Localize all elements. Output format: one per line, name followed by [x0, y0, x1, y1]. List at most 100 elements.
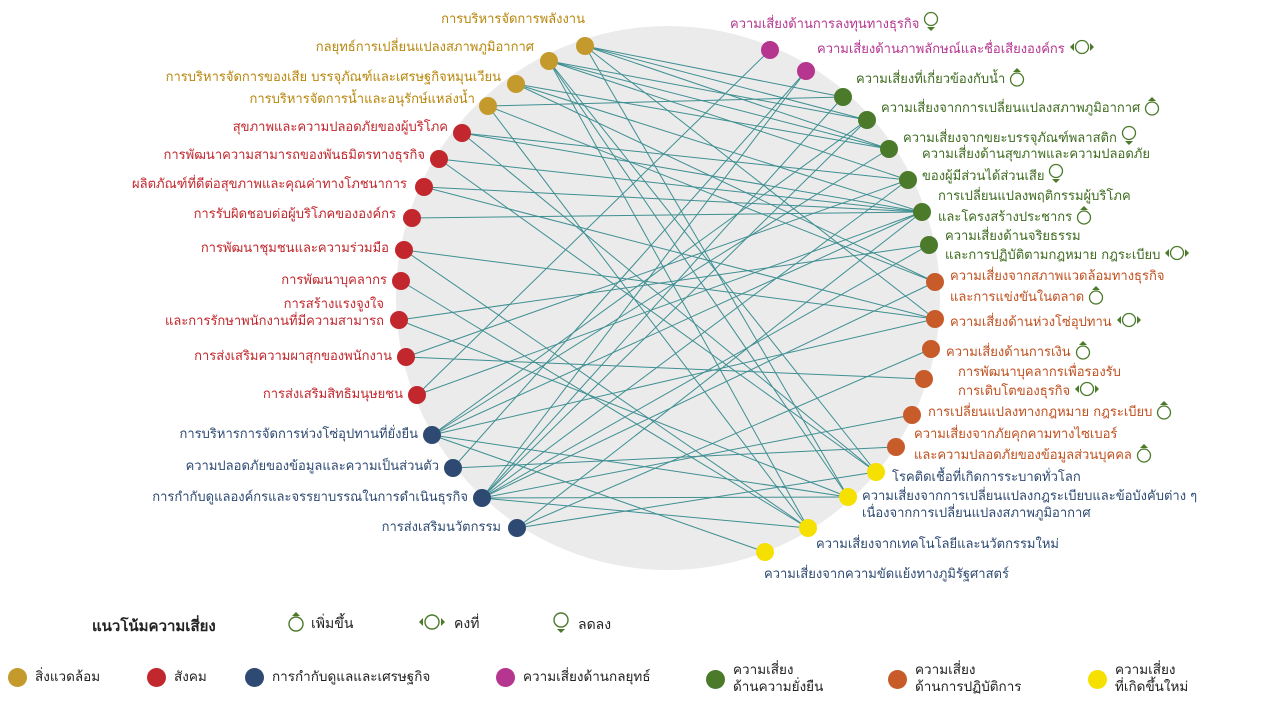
trend-stable-icon [1116, 312, 1142, 333]
topic-node [508, 519, 526, 537]
connection-line [584, 45, 890, 150]
legend-governance: การกำกับดูแลและเศรษฐกิจ [245, 668, 430, 687]
trend-legend-title: แนวโน้มความเสี่ยง [92, 617, 216, 635]
topic-label: ผลิตภัณฑ์ที่ดีต่อสุขภาพและคุณค่าทางโภชนา… [132, 177, 407, 192]
trend-up-icon [1075, 340, 1091, 365]
trend-down-icon [1121, 125, 1137, 152]
risk-label: ความเสี่ยงด้านห่วงโซ่อุปทาน [950, 312, 1142, 333]
legend-operational-label: ความเสี่ยงด้านการปฏิบัติการ [915, 662, 1022, 695]
risk-node [756, 543, 774, 561]
connection-line [400, 280, 809, 529]
legend-decrease-label: ลดลง [578, 617, 612, 633]
operational-dot [888, 669, 907, 689]
connection-line [481, 119, 868, 499]
topic-node [576, 37, 594, 55]
topic-node [453, 124, 471, 142]
risk-label: ความเสี่ยงจากความขัดแย้งทางภูมิรัฐศาสตร์ [764, 567, 1009, 582]
connection-line [405, 179, 909, 358]
connection-line [431, 148, 890, 436]
connection-line [411, 211, 923, 219]
risk-node [922, 340, 940, 358]
connection-line [487, 105, 809, 529]
risk-node [797, 62, 815, 80]
connection-line [487, 96, 844, 107]
risk-node [834, 88, 852, 106]
legend-environment: สิ่งแวดล้อม [8, 668, 100, 687]
connection-line [515, 83, 936, 283]
trend-stable-icon [418, 613, 446, 635]
risk-node [913, 203, 931, 221]
connection-line [431, 434, 766, 553]
topic-node [540, 52, 558, 70]
risk-label: ความเสี่ยงด้านภาพลักษณ์และชื่อเสียงองค์ก… [817, 39, 1095, 60]
risk-label: ความเสี่ยงด้านสุขภาพและความปลอดภัยของผู้… [922, 146, 1150, 190]
legend-governance-label: การกำกับดูแลและเศรษฐกิจ [272, 669, 431, 685]
connection-line [584, 45, 868, 121]
legend-sustainability: ความเสี่ยงด้านความยั่งยืน [706, 662, 823, 696]
connection-line [403, 249, 809, 529]
sustainability-dot [706, 669, 725, 689]
connection-line [403, 249, 936, 320]
legend-strategic-label: ความเสี่ยงด้านกลยุทธ์ [523, 669, 651, 685]
connection-line [515, 83, 923, 213]
connection-lines [398, 45, 936, 553]
topic-label: การพัฒนาความสามารถของพันธมิตรทางธุรกิจ [163, 148, 425, 163]
connection-line [423, 186, 923, 213]
topic-label: กลยุทธ์การเปลี่ยนแปลงสภาพภูมิอากาศ [315, 40, 534, 55]
topic-label: การบริหารจัดการของเสีย บรรจุภัณฑ์และเศรษ… [165, 70, 501, 85]
risk-node [920, 236, 938, 254]
connection-line [438, 158, 877, 473]
connection-line [431, 434, 849, 498]
legend-social-label: สังคม [174, 669, 207, 685]
trend-up-icon [1156, 400, 1172, 425]
legend-operational: ความเสี่ยงด้านการปฏิบัติการ [888, 662, 1022, 696]
legend-increase: เพิ่มขึ้น [283, 611, 353, 637]
trend-down-icon [552, 611, 570, 639]
connection-line [416, 211, 923, 396]
trend-stable-icon [1069, 39, 1095, 60]
connection-line [481, 281, 936, 499]
topic-label: การส่งเสริมสิทธิมนุษยชน [262, 387, 403, 402]
connection-line [548, 60, 909, 181]
environment-dot [8, 668, 27, 687]
risk-node [887, 438, 905, 456]
topic-label: การพัฒนาบุคลากร [281, 273, 387, 288]
connection-line [481, 179, 909, 499]
topic-node [473, 489, 491, 507]
legend-emerging-label: ความเสี่ยงที่เกิดขึ้นใหม่ [1115, 662, 1189, 695]
connection-line [548, 60, 868, 121]
topic-label: การบริหารการจัดการห่วงโซ่อุปทานที่ยั่งยื… [179, 427, 418, 442]
topic-label: การกำกับดูแลองค์กรและจรรยาบรรณในการดำเนิ… [152, 490, 468, 505]
topic-label: การส่งเสริมนวัตกรรม [381, 520, 501, 535]
legend-sustainability-label: ความเสี่ยงด้านความยั่งยืน [733, 662, 824, 695]
topic-node [423, 426, 441, 444]
topic-node [415, 178, 433, 196]
connection-line [516, 211, 923, 529]
connection-line [481, 96, 844, 499]
risk-label: ความเสี่ยงที่เกี่ยวข้องกับน้ำ [856, 67, 1025, 92]
connection-line [584, 45, 844, 98]
connection-line [481, 244, 930, 499]
risk-node [867, 463, 885, 481]
connection-line [461, 132, 909, 181]
risk-label: ความเสี่ยงจากขยะบรรจุภัณฑ์พลาสติก [903, 125, 1137, 152]
legend-emerging: ความเสี่ยงที่เกิดขึ้นใหม่ [1088, 662, 1188, 696]
topic-node [390, 311, 408, 329]
trend-down-icon [923, 11, 939, 38]
risk-node [926, 273, 944, 291]
risk-label: การพัฒนาบุคลากรเพื่อรองรับการเติบโตของธุ… [958, 364, 1121, 402]
legend-stable: คงที่ [414, 613, 479, 635]
risk-node [903, 406, 921, 424]
legend-stable-label: คงที่ [454, 616, 480, 632]
risk-label: ความเสี่ยงจากภัยคุกคามทางไซเบอร์และความป… [914, 426, 1152, 468]
risk-label: ความเสี่ยงจากเทคโนโลยีและนวัตกรรมใหม่ [816, 537, 1059, 552]
topic-label: สุขภาพและความปลอดภัยของผู้บริโภค [232, 120, 448, 135]
connection-line [398, 244, 930, 321]
topic-node [444, 459, 462, 477]
topic-node [507, 75, 525, 93]
topic-label: การบริหารจัดการพลังงาน [441, 12, 585, 27]
risk-node [880, 140, 898, 158]
legend-environment-label: สิ่งแวดล้อม [35, 669, 101, 685]
